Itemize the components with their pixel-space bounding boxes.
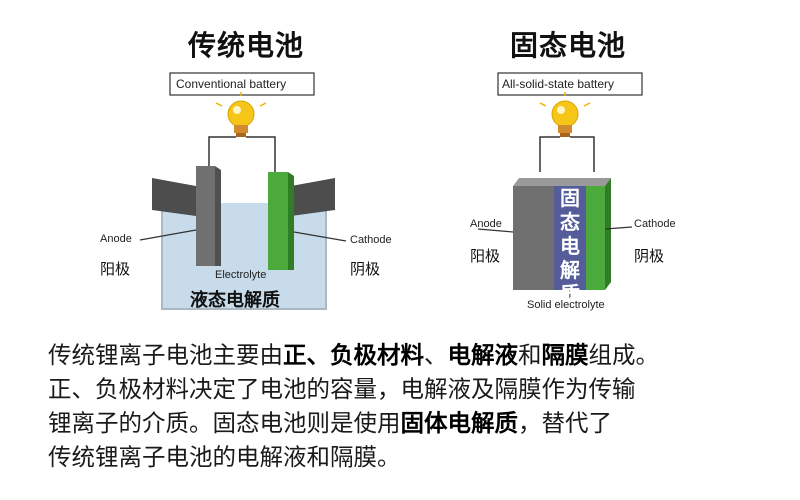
right-caption: All-solid-state battery bbox=[502, 77, 615, 91]
right-cathode-en: Cathode bbox=[634, 218, 676, 230]
left-container bbox=[161, 180, 327, 310]
description-line-3: 锂离子的介质。固态电池则是使用固体电解质，替代了 bbox=[48, 406, 788, 440]
description-text: 、 bbox=[424, 341, 448, 369]
description-emphasis: 隔膜 bbox=[541, 341, 589, 369]
left-electrolyte-en: Electrolyte bbox=[215, 269, 267, 281]
right-title: 固态电池 bbox=[510, 29, 627, 62]
right-bulb-icon bbox=[539, 92, 591, 137]
right-anode-block bbox=[513, 186, 554, 290]
left-cathode-plate bbox=[268, 172, 288, 270]
left-anode-cn: 阳极 bbox=[100, 260, 131, 278]
description-emphasis: 正、负极材料 bbox=[283, 341, 424, 369]
left-caption: Conventional battery bbox=[176, 77, 287, 91]
description-emphasis: 电解液 bbox=[447, 341, 519, 369]
left-anode-plate bbox=[196, 166, 215, 266]
left-electrolyte-cn: 液态电解质 bbox=[190, 290, 280, 311]
description-text: 锂离子的介质。固态电池则是使用 bbox=[48, 409, 401, 437]
description-line-4: 传统锂离子电池的电解液和隔膜。 bbox=[48, 443, 401, 471]
description: 传统锂离子电池主要由正、负极材料、电解液和隔膜组成。 正、负极材料决定了电池的容… bbox=[48, 338, 788, 474]
right-cathode-cn: 阴极 bbox=[634, 247, 665, 265]
right-caption-box bbox=[497, 72, 643, 96]
description-line-1: 传统锂离子电池主要由正、负极材料、电解液和隔膜组成。 bbox=[48, 338, 788, 372]
left-cathode-cn: 阴极 bbox=[350, 260, 381, 278]
description-text: 传统锂离子电池主要由 bbox=[48, 341, 283, 369]
left-bulb-icon bbox=[215, 92, 267, 137]
left-liquid bbox=[162, 203, 326, 309]
description-text: 和 bbox=[518, 341, 542, 369]
description-text: ，替代了 bbox=[518, 409, 612, 437]
description-text: 组成。 bbox=[588, 341, 660, 369]
left-title: 传统电池 bbox=[188, 29, 305, 62]
description-emphasis: 固体电解质 bbox=[400, 409, 519, 437]
left-cathode-en: Cathode bbox=[350, 234, 392, 246]
left-anode-en: Anode bbox=[100, 233, 132, 245]
right-electrolyte-cn: 固态电解质 bbox=[560, 186, 580, 306]
description-line-2: 正、负极材料决定了电池的容量，电解液及隔膜作为传输 bbox=[48, 375, 636, 403]
right-electrolyte-en: Solid electrolyte bbox=[527, 299, 605, 311]
right-cathode-block bbox=[586, 186, 605, 290]
right-electrolyte-block bbox=[554, 186, 586, 290]
right-anode-en: Anode bbox=[470, 218, 502, 230]
left-caption-box bbox=[169, 72, 315, 96]
right-anode-cn: 阳极 bbox=[470, 247, 501, 265]
